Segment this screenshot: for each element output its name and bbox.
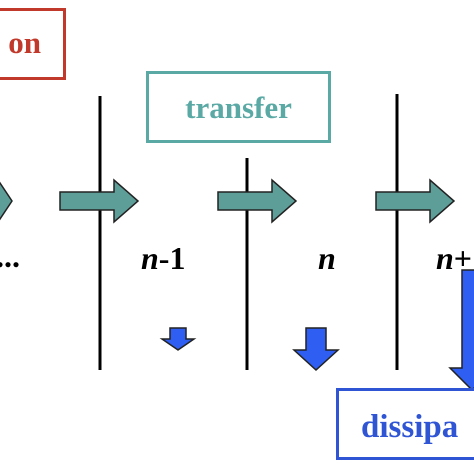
shell-label-n: n [318, 242, 336, 274]
dissipation-arrow-1 [159, 327, 197, 351]
transfer-arrow-1 [59, 178, 140, 224]
dissipation-box: dissipa [336, 388, 474, 460]
dissipation-label: dissipa [361, 409, 459, 445]
injection-box: on [0, 8, 66, 80]
n-plus-1-suffix: + [453, 240, 473, 276]
transfer-arrow-3 [375, 178, 456, 224]
transfer-arrow-0 [0, 181, 13, 221]
transfer-label: transfer [185, 90, 292, 125]
transfer-arrow-2 [217, 178, 298, 224]
shell-label-ellipsis: ... [0, 240, 20, 272]
n-variable: n [318, 240, 336, 276]
n-minus-1-suffix: -1 [158, 240, 186, 276]
n-plus-1-variable: n [436, 240, 454, 276]
shell-label-n-minus-1: n-1 [141, 242, 185, 274]
dissipation-arrow-2 [292, 327, 340, 372]
ellipsis-text: ... [0, 238, 20, 274]
transfer-box: transfer [146, 71, 331, 143]
injection-label: on [8, 25, 41, 60]
dissipation-arrow-3 [448, 269, 474, 392]
n-minus-1-variable: n [141, 240, 159, 276]
shell-label-n-plus-1: n+ [436, 242, 472, 274]
